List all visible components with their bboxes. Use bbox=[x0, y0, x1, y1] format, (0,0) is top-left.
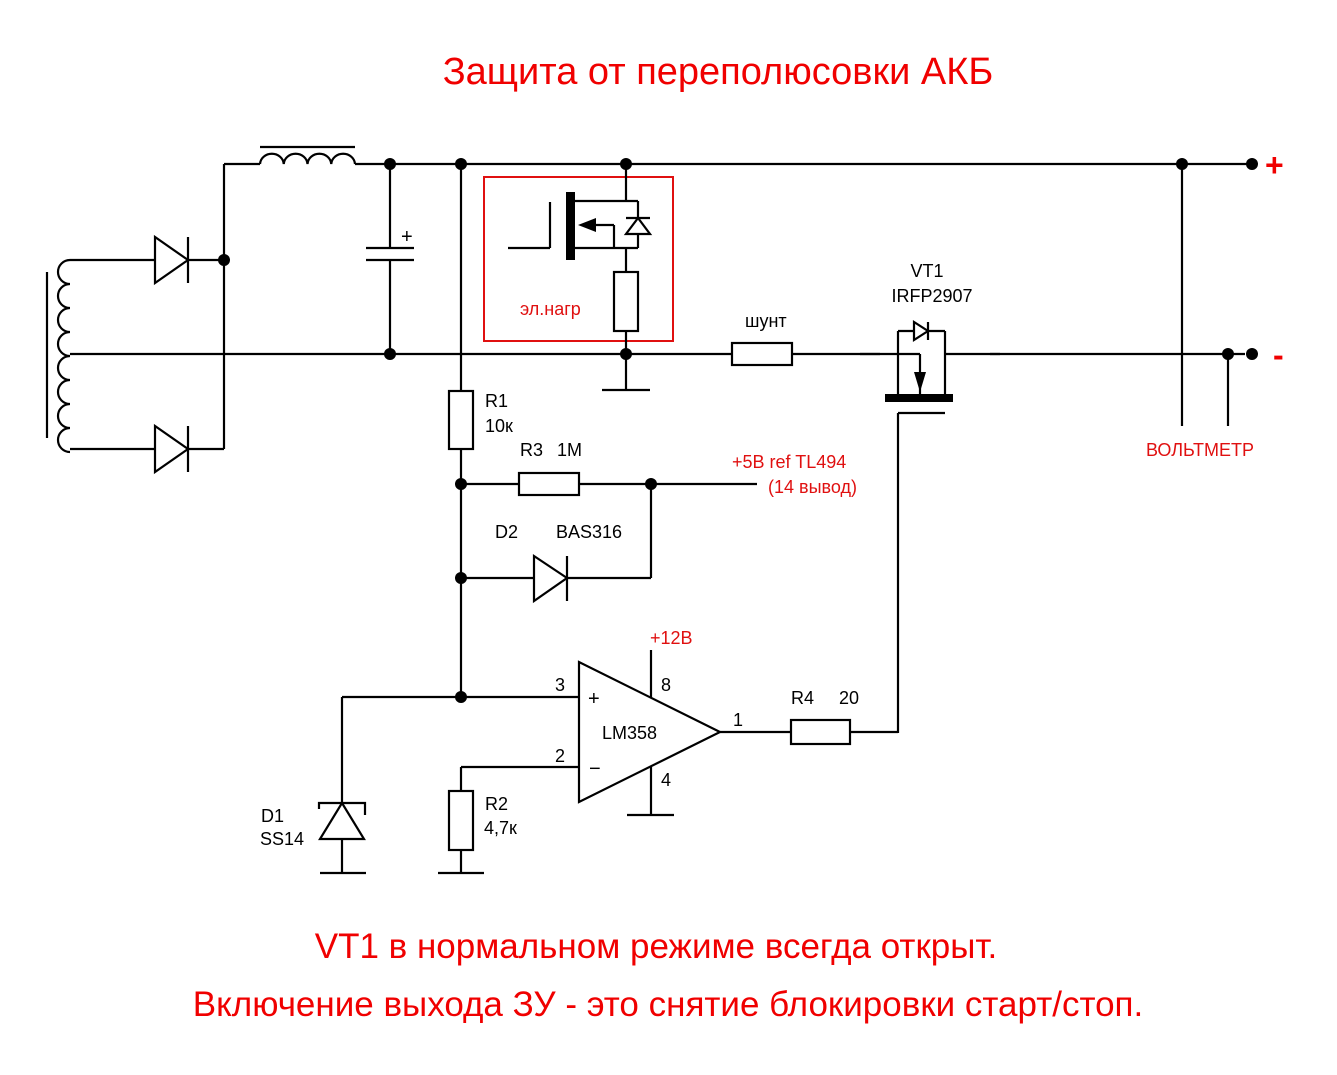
note-line-1: VT1 в нормальном режиме всегда открыт. bbox=[315, 927, 998, 966]
d2-ref: D2 bbox=[495, 522, 518, 542]
load-resistor bbox=[612, 270, 640, 333]
r3-value: 1M bbox=[557, 440, 582, 460]
transformer bbox=[45, 258, 71, 454]
r3-resistor bbox=[517, 471, 581, 497]
lm358-opamp bbox=[577, 650, 723, 817]
r2-resistor bbox=[447, 789, 475, 852]
r3-ref: R3 bbox=[520, 440, 543, 460]
r1-resistor bbox=[447, 389, 475, 451]
terminal-plus bbox=[1246, 158, 1258, 170]
pin-2: 2 bbox=[555, 746, 565, 766]
opamp-part: LM358 bbox=[602, 723, 657, 743]
opamp-supply: +12В bbox=[650, 628, 693, 648]
shunt-resistor bbox=[730, 341, 794, 367]
rectifier-diode-top bbox=[153, 234, 190, 286]
load-mosfet bbox=[508, 192, 653, 260]
r2-value: 4,7к bbox=[484, 818, 517, 838]
choke-inductor bbox=[258, 145, 357, 165]
d1-schottky-diode bbox=[317, 800, 367, 841]
terminal-plus-label: + bbox=[1265, 147, 1284, 183]
terminal-minus bbox=[1246, 348, 1258, 360]
load-label: эл.нагр bbox=[520, 299, 581, 319]
r1-value: 10к bbox=[485, 416, 513, 436]
d2-part: BAS316 bbox=[556, 522, 622, 542]
r4-resistor bbox=[789, 718, 852, 746]
note-line-2: Включение выхода ЗУ - это снятие блокиро… bbox=[193, 985, 1144, 1024]
ref-supply-line1: +5В ref TL494 bbox=[732, 452, 846, 472]
vt1-mosfet bbox=[860, 319, 1000, 733]
pin-4: 4 bbox=[661, 770, 671, 790]
r2-ref: R2 bbox=[485, 794, 508, 814]
vt1-part: IRFP2907 bbox=[891, 286, 972, 306]
capacitor-polarity: + bbox=[401, 226, 413, 248]
r4-ref: R4 bbox=[791, 688, 814, 708]
d2-diode bbox=[532, 553, 569, 604]
electronic-load-frame bbox=[483, 176, 674, 342]
schematic-title: Защита от переполюсовки АКБ bbox=[443, 51, 994, 93]
vt1-ref: VT1 bbox=[910, 261, 943, 281]
pin-1: 1 bbox=[733, 710, 743, 730]
r4-value: 20 bbox=[839, 688, 859, 708]
shunt-label: шунт bbox=[745, 311, 787, 331]
rectifier-diode-bottom bbox=[153, 423, 190, 475]
r1-ref: R1 bbox=[485, 391, 508, 411]
opamp-minus-sign: − bbox=[589, 758, 601, 780]
opamp-plus-sign: + bbox=[588, 688, 600, 710]
pin-8: 8 bbox=[661, 675, 671, 695]
filter-capacitor: + bbox=[366, 164, 414, 354]
pin-3: 3 bbox=[555, 675, 565, 695]
ref-supply-line2: (14 вывод) bbox=[768, 477, 857, 497]
voltmeter-label: ВОЛЬТМЕТР bbox=[1146, 440, 1254, 460]
d1-ref: D1 bbox=[261, 806, 284, 826]
terminal-minus-label: - bbox=[1273, 337, 1284, 373]
d1-part: SS14 bbox=[260, 829, 304, 849]
